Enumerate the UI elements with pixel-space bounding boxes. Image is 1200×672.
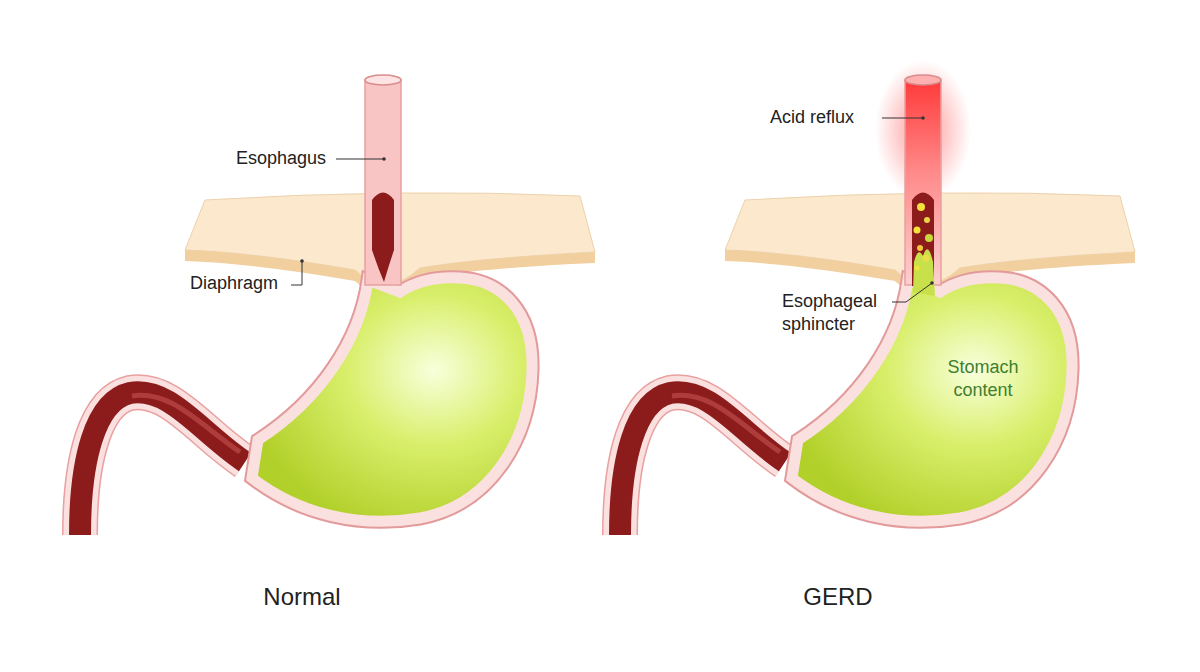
panel-caption: GERD: [758, 582, 918, 612]
part-label: Acid reflux: [770, 106, 854, 129]
gerd-stomach: [620, 60, 1135, 535]
leader-lines: [291, 118, 932, 302]
panel-caption: Normal: [222, 582, 382, 612]
part-label: Stomach content: [933, 356, 1033, 401]
leader-dots: [300, 116, 934, 285]
normal-stomach: [80, 75, 595, 535]
part-label: Diaphragm: [190, 272, 278, 295]
part-label: Esophagus: [236, 147, 326, 170]
part-label: Esophageal sphincter: [782, 290, 894, 335]
